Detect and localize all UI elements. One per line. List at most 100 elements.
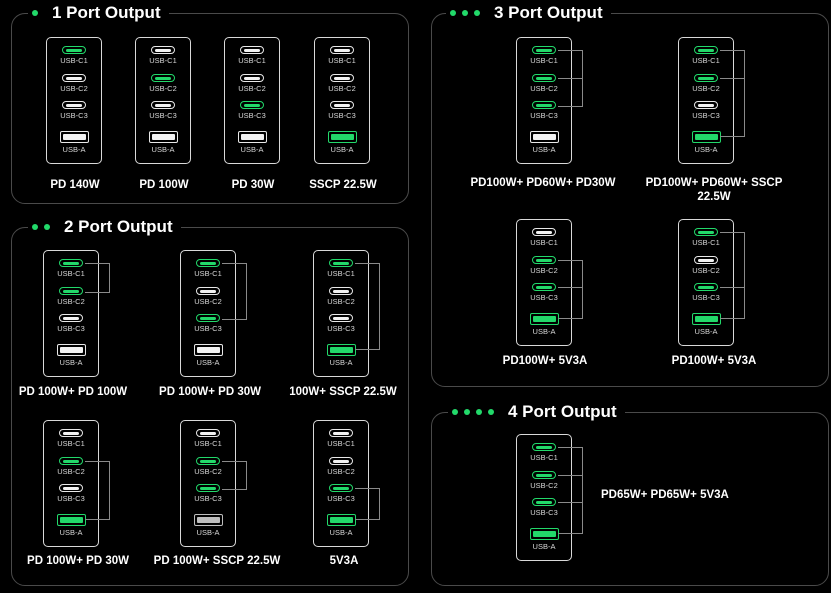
port-a: USB-A: [47, 131, 101, 154]
port-label: USB-A: [151, 145, 175, 154]
port-label: USB-C3: [194, 324, 222, 333]
port-c1: USB-C1: [679, 228, 733, 247]
port-label: USB-C1: [60, 56, 88, 65]
port-c1: USB-C1: [314, 429, 368, 448]
port-group-bracket: [85, 461, 110, 520]
port-a: USB-A: [315, 131, 369, 154]
usb-c-slot-icon: [329, 484, 353, 492]
port-label: USB-C3: [692, 293, 720, 302]
config-caption: 5V3A: [329, 555, 359, 567]
port-a: USB-A: [679, 131, 733, 154]
port-c3: USB-C3: [314, 314, 368, 333]
port-c1: USB-C1: [517, 46, 571, 65]
port-c3: USB-C3: [517, 283, 571, 302]
port-a: USB-A: [517, 313, 571, 336]
port-c1: USB-C1: [181, 429, 235, 448]
usb-a-slot-icon: [529, 528, 559, 540]
usb-c-slot-icon: [532, 498, 556, 506]
port-a: USB-A: [314, 514, 368, 537]
port-group-bracket: [85, 263, 110, 293]
port-label: USB-A: [59, 358, 83, 367]
port-label: USB-C2: [692, 84, 720, 93]
port-c2: USB-C2: [679, 256, 733, 275]
port-c1: USB-C1: [44, 429, 98, 448]
port-label: USB-C2: [328, 84, 356, 93]
usb-a-slot-icon: [193, 514, 223, 526]
usb-c-slot-icon: [694, 74, 718, 82]
port-label: USB-C1: [149, 56, 177, 65]
usb-a-slot-icon: [56, 514, 86, 526]
config-caption: PD 100W+ PD 30W: [27, 555, 129, 567]
usb-c-slot-icon: [329, 314, 353, 322]
port-c2: USB-C2: [314, 287, 368, 306]
port-label: USB-C2: [327, 297, 355, 306]
usb-c-slot-icon: [59, 259, 83, 267]
port-c3: USB-C3: [181, 484, 235, 503]
port-label: USB-C1: [57, 439, 85, 448]
port-label: USB-C3: [57, 494, 85, 503]
port-c2: USB-C2: [136, 74, 190, 93]
usb-c-slot-icon: [151, 101, 175, 109]
port-c2: USB-C2: [679, 74, 733, 93]
usb-c-slot-icon: [694, 46, 718, 54]
port-group-bracket: [355, 488, 380, 520]
port-label: USB-C1: [238, 56, 266, 65]
port-label: USB-C2: [60, 84, 88, 93]
usb-c-slot-icon: [694, 256, 718, 264]
bracket-tick: [558, 475, 582, 476]
port-label: USB-C3: [60, 111, 88, 120]
port-a: USB-A: [517, 528, 571, 551]
indicator-dots: [32, 10, 44, 16]
usb-c-slot-icon: [329, 259, 353, 267]
usb-c-slot-icon: [532, 228, 556, 236]
port-label: USB-A: [240, 145, 264, 154]
config-caption: PD 100W+ PD 30W: [159, 386, 261, 398]
usb-c-slot-icon: [59, 287, 83, 295]
port-label: USB-C1: [194, 439, 222, 448]
port-c1: USB-C1: [225, 46, 279, 65]
bracket-tick: [720, 78, 744, 79]
usb-c-slot-icon: [240, 46, 264, 54]
usb-c-slot-icon: [59, 429, 83, 437]
port-c3: USB-C3: [136, 101, 190, 120]
port-label: USB-C2: [327, 467, 355, 476]
port-label: USB-C2: [530, 84, 558, 93]
port-label: USB-C1: [328, 56, 356, 65]
port-a: USB-A: [679, 313, 733, 336]
usb-c-slot-icon: [330, 46, 354, 54]
port-a: USB-A: [44, 514, 98, 537]
port-c2: USB-C2: [44, 287, 98, 306]
bracket-tick: [558, 287, 582, 288]
port-a: USB-A: [517, 131, 571, 154]
config-caption: PD 100W: [139, 179, 189, 191]
port-label: USB-C2: [530, 481, 558, 490]
port-c1: USB-C1: [44, 259, 98, 278]
panel-4-port: [431, 412, 829, 586]
port-c3: USB-C3: [315, 101, 369, 120]
bracket-tick: [720, 287, 744, 288]
port-label: USB-A: [329, 528, 353, 537]
port-label: USB-C3: [328, 111, 356, 120]
usb-a-slot-icon: [327, 131, 357, 143]
port-c3: USB-C3: [517, 101, 571, 120]
usb-c-slot-icon: [694, 283, 718, 291]
usb-a-slot-icon: [529, 131, 559, 143]
port-label: USB-A: [532, 542, 556, 551]
port-c2: USB-C2: [44, 457, 98, 476]
port-a: USB-A: [181, 344, 235, 367]
indicator-dots: [450, 10, 486, 16]
port-label: USB-C2: [530, 266, 558, 275]
bracket-tick: [558, 502, 582, 503]
port-c3: USB-C3: [181, 314, 235, 333]
usb-c-slot-icon: [59, 314, 83, 322]
port-group-bracket: [558, 260, 583, 319]
usb-c-slot-icon: [329, 429, 353, 437]
usb-c-slot-icon: [196, 287, 220, 295]
usb-c-slot-icon: [532, 283, 556, 291]
panel-3-port: [431, 13, 829, 387]
usb-c-slot-icon: [329, 287, 353, 295]
port-c3: USB-C3: [679, 101, 733, 120]
